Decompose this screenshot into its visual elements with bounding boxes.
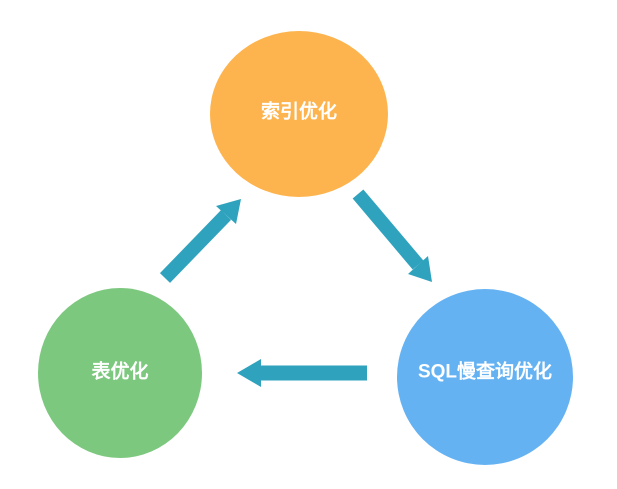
node-circle-sql-slow-query-optimization [397, 289, 573, 465]
node-circle-index-optimization [210, 31, 388, 197]
arrow-sql-to-table-head-icon [237, 359, 261, 387]
node-label-table-optimization: 表优化 [91, 360, 148, 383]
node-index-optimization: 索引优化 [210, 31, 388, 197]
node-circle-table-optimization [38, 288, 202, 458]
node-table-optimization: 表优化 [38, 288, 202, 458]
node-sql-slow-query-optimization: SQL慢查询优化 [397, 289, 573, 465]
node-label-sql-slow-query-optimization: SQL慢查询优化 [418, 360, 552, 383]
arrow-table-to-index [159, 199, 241, 283]
arrow-index-to-sql-head-icon [408, 256, 432, 282]
arrow-table-to-index-shaft [159, 210, 232, 283]
arrow-table-to-index-head-icon [216, 199, 241, 224]
arrow-sql-to-table [237, 359, 367, 387]
node-label-index-optimization: 索引优化 [261, 100, 337, 123]
arrow-index-to-sql-shaft [352, 189, 424, 270]
arrow-index-to-sql [352, 189, 432, 282]
